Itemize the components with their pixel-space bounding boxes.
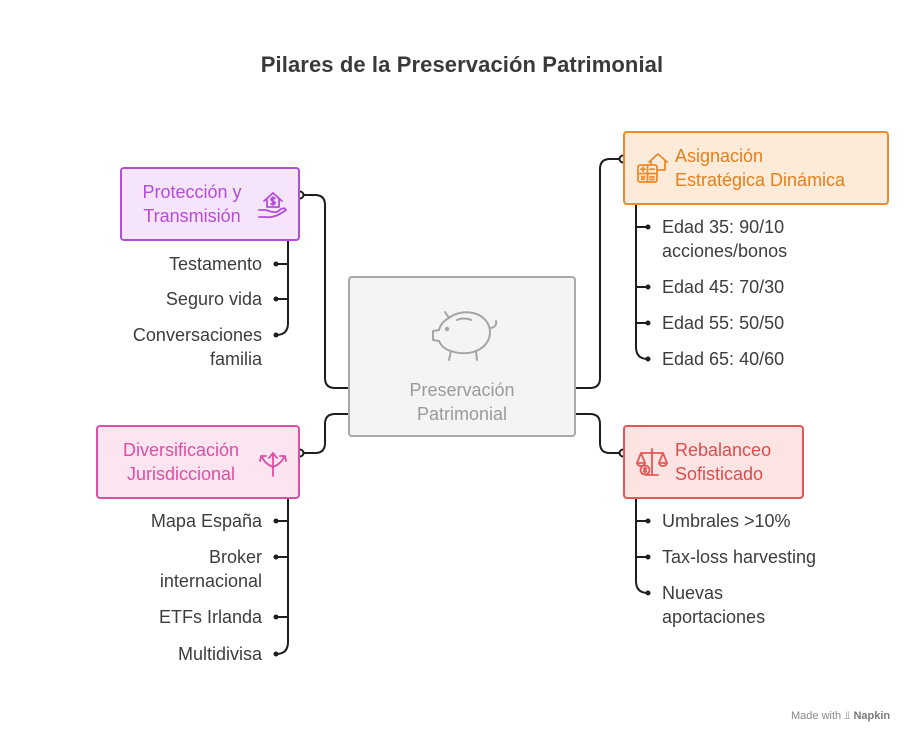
napkin-logo-icon: ⫫ xyxy=(844,710,851,722)
list-item: aportaciones xyxy=(662,607,766,627)
center-label-line2: Patrimonial xyxy=(416,404,508,424)
list-item: Seguro vida xyxy=(165,289,262,309)
list-item: Testamento xyxy=(168,254,262,274)
pillar-rebalanceo-label-line2: Sofisticado xyxy=(675,464,764,484)
balance-scale-icon xyxy=(636,448,668,476)
pillar-asignacion-label-line1: Asignación xyxy=(675,146,764,166)
pillar-asignacion: Asignación Estratégica Dinámica xyxy=(623,131,889,205)
list-item: Conversaciones xyxy=(132,325,262,345)
list-item: Edad 45: 70/30 xyxy=(662,277,785,297)
piggy-bank-icon xyxy=(432,311,498,361)
list-item: Edad 65: 40/60 xyxy=(662,349,785,369)
list-item: ETFs Irlanda xyxy=(158,607,262,627)
pillar-rebalanceo-label: Rebalanceo Sofisticado xyxy=(675,438,771,486)
list-item: internacional xyxy=(159,571,262,591)
list-item: Broker xyxy=(208,547,262,567)
list-item: Nuevas xyxy=(662,583,724,603)
pillar-asignacion-label-line2: Estratégica Dinámica xyxy=(675,170,846,190)
center-label: Preservación Patrimonial xyxy=(409,378,514,426)
diverging-arrows-icon xyxy=(259,452,287,477)
made-with-text: Made with xyxy=(791,710,842,722)
calculator-house-icon xyxy=(637,153,668,183)
pillar-diversificacion: Diversificación Jurisdiccional xyxy=(96,425,300,499)
list-item: familia xyxy=(209,349,262,369)
pillar-diversificacion-label-line1: Diversificación xyxy=(122,440,240,460)
house-money-hand-icon xyxy=(258,192,287,219)
list-item: Multidivisa xyxy=(177,644,262,664)
pillar-rebalanceo: Rebalanceo Sofisticado xyxy=(623,425,804,499)
list-item: acciones/bonos xyxy=(662,241,788,261)
list-item: Umbrales >10% xyxy=(662,511,791,531)
pillar-diversificacion-label: Diversificación Jurisdiccional xyxy=(106,438,256,486)
list-item: Edad 35: 90/10 xyxy=(662,217,785,237)
napkin-watermark: Made with ⫫ Napkin xyxy=(791,710,890,723)
pillar-rebalanceo-label-line1: Rebalanceo xyxy=(675,440,772,460)
page-title: Pilares de la Preservación Patrimonial xyxy=(260,52,664,77)
pillar-diversificacion-label-line2: Jurisdiccional xyxy=(126,464,236,484)
pillar-proteccion-label-line2: Transmisión xyxy=(143,206,241,226)
list-item: Mapa España xyxy=(150,511,262,531)
center-label-line1: Preservación xyxy=(409,380,515,400)
pillar-proteccion-label: Protección y Transmisión xyxy=(132,180,252,228)
list-item: Tax-loss harvesting xyxy=(662,547,817,567)
pillar-proteccion-label-line1: Protección y xyxy=(142,182,242,202)
pillar-asignacion-label: Asignación Estratégica Dinámica xyxy=(675,144,845,192)
list-item: Edad 55: 50/50 xyxy=(662,313,785,333)
center-node: Preservación Patrimonial xyxy=(348,276,576,437)
napkin-brand-text: Napkin xyxy=(853,710,891,722)
pillar-proteccion: Protección y Transmisión xyxy=(120,167,300,241)
